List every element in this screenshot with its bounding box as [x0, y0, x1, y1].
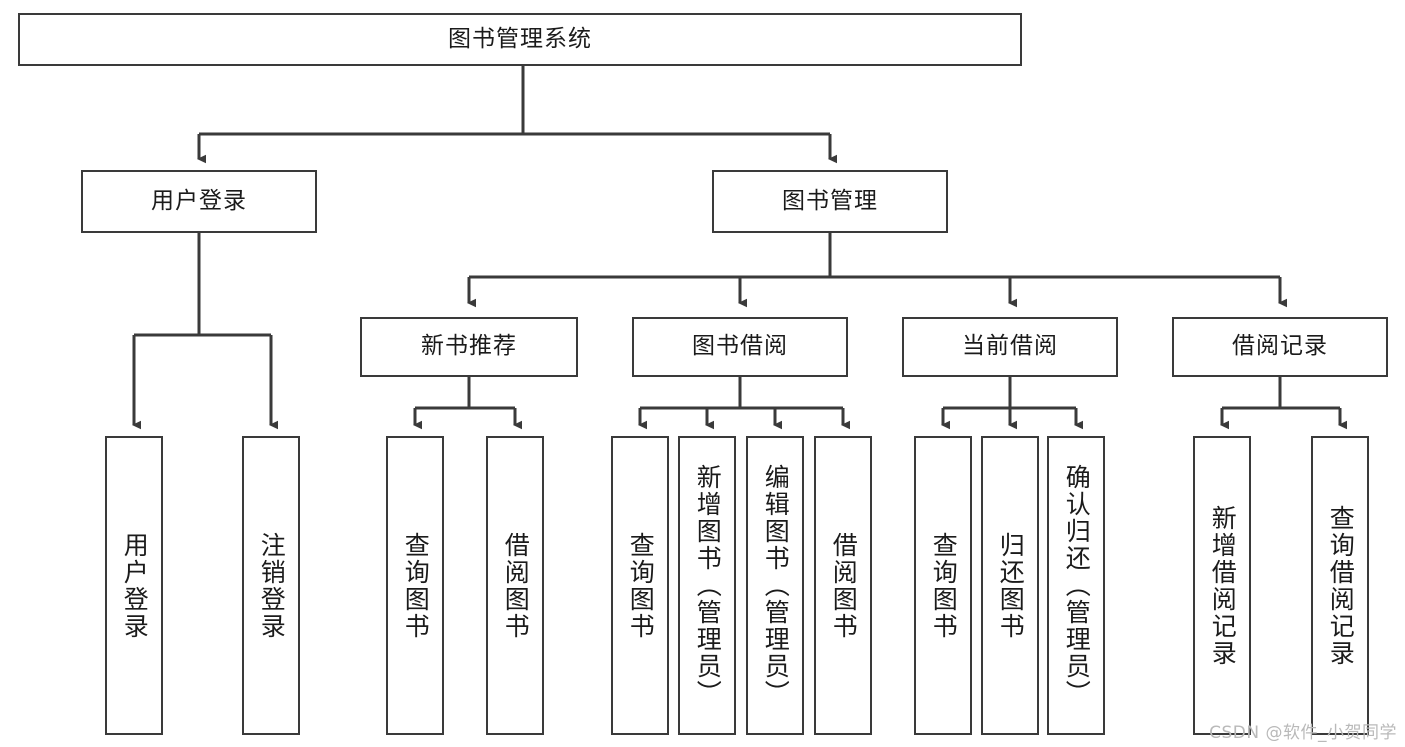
leaf-user-login[interactable]: 用户登录: [105, 436, 163, 735]
node-borrow-record[interactable]: 借阅记录: [1172, 317, 1388, 377]
node-label: 新书推荐: [421, 333, 517, 360]
node-label: 图书管理: [782, 187, 878, 214]
leaf-query-book-1[interactable]: 查询图书: [386, 436, 444, 735]
leaf-logout-login[interactable]: 注销登录: [242, 436, 300, 735]
node-label: 确认归还（管理员）: [1062, 464, 1092, 707]
node-label: 用户登录: [151, 187, 247, 214]
leaf-confirm-return-admin[interactable]: 确认归还（管理员）: [1047, 436, 1105, 735]
leaf-borrow-book-2[interactable]: 借阅图书: [814, 436, 872, 735]
node-label: 图书管理系统: [448, 25, 592, 52]
node-label: 查询图书: [929, 531, 959, 640]
leaf-add-borrow-record[interactable]: 新增借阅记录: [1193, 436, 1251, 735]
node-label: 查询图书: [401, 531, 431, 640]
node-current-borrow[interactable]: 当前借阅: [902, 317, 1118, 377]
leaf-query-book-2[interactable]: 查询图书: [611, 436, 669, 735]
leaf-edit-book-admin[interactable]: 编辑图书（管理员）: [746, 436, 804, 735]
node-book-manage[interactable]: 图书管理: [712, 170, 948, 233]
node-book-borrow[interactable]: 图书借阅: [632, 317, 848, 377]
node-label: 查询借阅记录: [1326, 504, 1356, 667]
node-label: 新增图书（管理员）: [693, 464, 723, 707]
leaf-borrow-book-1[interactable]: 借阅图书: [486, 436, 544, 735]
node-user-login[interactable]: 用户登录: [81, 170, 317, 233]
node-new-book-recommend[interactable]: 新书推荐: [360, 317, 578, 377]
leaf-query-book-3[interactable]: 查询图书: [914, 436, 972, 735]
node-label: 图书借阅: [692, 333, 788, 360]
node-label: 当前借阅: [962, 333, 1058, 360]
node-label: 用户登录: [120, 531, 150, 640]
node-label: 新增借阅记录: [1208, 504, 1238, 667]
node-label: 归还图书: [996, 531, 1026, 640]
node-label: 注销登录: [257, 531, 287, 640]
watermark-text: CSDN @软件_小贺同学: [1209, 723, 1397, 743]
node-label: 查询图书: [626, 531, 656, 640]
leaf-return-book[interactable]: 归还图书: [981, 436, 1039, 735]
node-label: 借阅图书: [501, 531, 531, 640]
node-label: 借阅图书: [829, 531, 859, 640]
leaf-query-borrow-record[interactable]: 查询借阅记录: [1311, 436, 1369, 735]
leaf-add-book-admin[interactable]: 新增图书（管理员）: [678, 436, 736, 735]
node-label: 借阅记录: [1232, 333, 1328, 360]
node-root-system[interactable]: 图书管理系统: [18, 13, 1022, 66]
node-label: 编辑图书（管理员）: [761, 464, 791, 707]
